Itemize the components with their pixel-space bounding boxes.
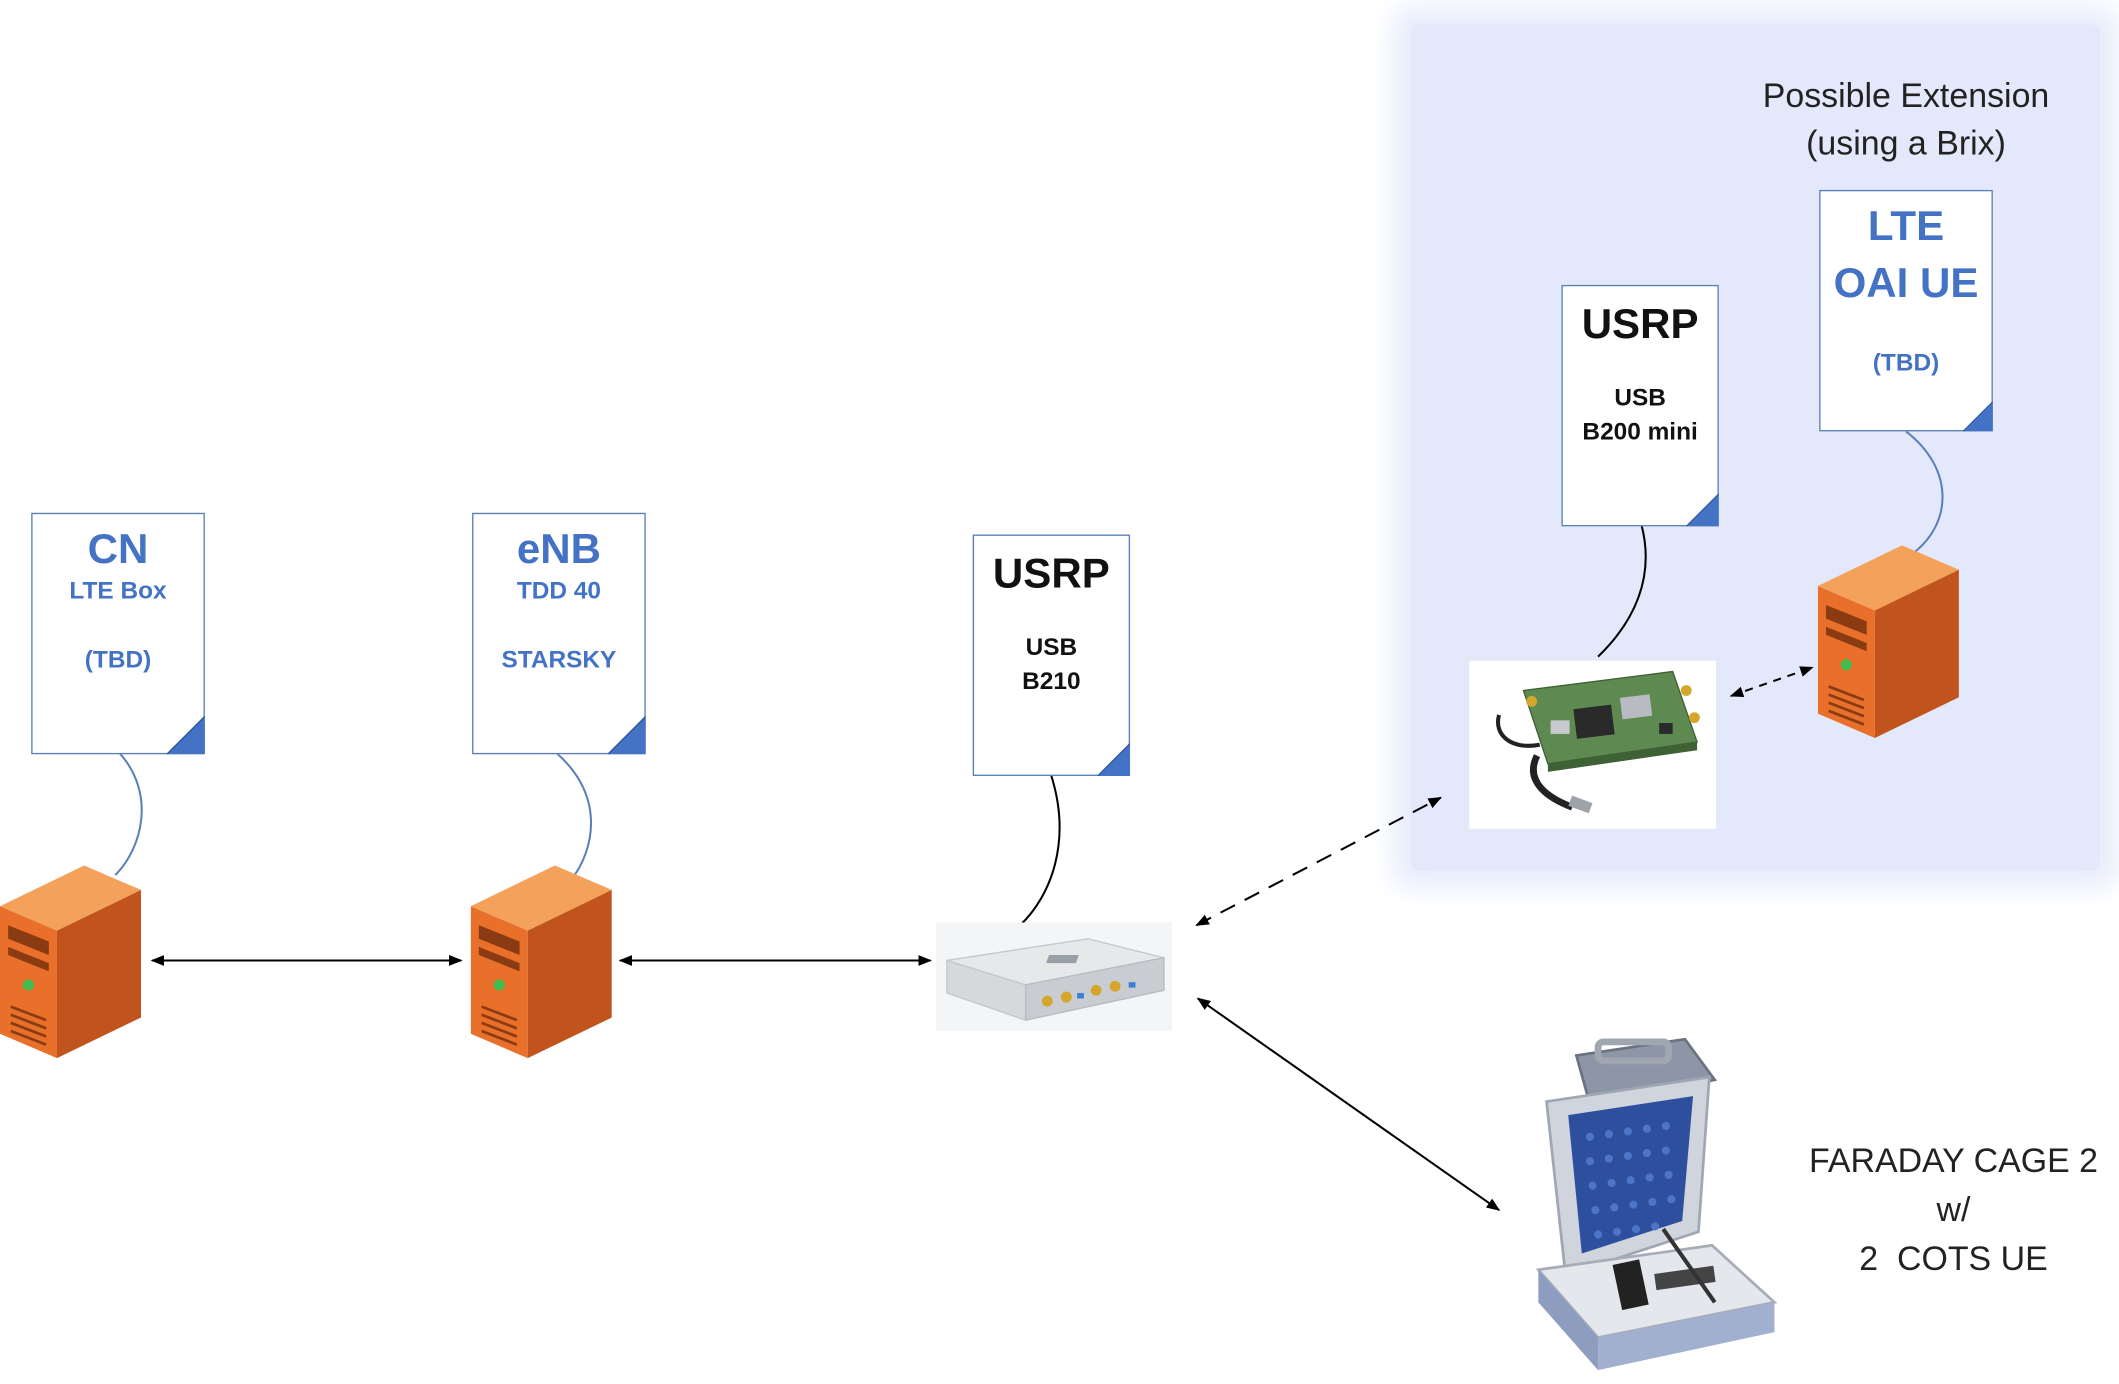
enb-doc-title: eNB xyxy=(516,525,601,573)
arrow-usrp-extension xyxy=(1195,796,1442,927)
callout-cn xyxy=(114,752,143,876)
usrp-mini-doc-line1: USB xyxy=(1614,383,1666,412)
usrp-b200mini-board xyxy=(1469,660,1717,829)
page-fold-icon xyxy=(1963,401,1993,432)
callout-usrp xyxy=(1019,775,1061,926)
usrp-b210-device xyxy=(936,922,1173,1032)
usrp-doc-line2: B210 xyxy=(1022,667,1081,695)
usrp-mini-doc-title: USRP xyxy=(1581,299,1699,348)
faraday-label-line2: w/ xyxy=(1936,1191,1971,1230)
usrp-doc-title: USRP xyxy=(992,549,1110,597)
cn-doc-title: CN xyxy=(87,525,149,573)
callout-enb xyxy=(555,752,593,883)
usrp-doc: USRP USB B210 xyxy=(972,534,1131,776)
server-icon xyxy=(0,865,142,1059)
ue-doc: LTE OAI UE (TBD) xyxy=(1819,189,1993,432)
ue-doc-title-line1: LTE xyxy=(1867,202,1945,250)
usrp-mini-doc-line2: B200 mini xyxy=(1582,417,1698,445)
server-icon xyxy=(470,865,612,1059)
cn-doc-line1: LTE Box xyxy=(69,576,167,604)
extension-title-line2: (using a Brix) xyxy=(1806,124,2006,163)
ue-doc-title-line2: OAI UE xyxy=(1833,259,1979,307)
enb-doc: eNB TDD 40 STARSKY xyxy=(472,512,646,755)
page-fold-icon xyxy=(1686,493,1719,527)
callout-ue xyxy=(1905,430,1944,555)
server-icon xyxy=(1817,545,1959,738)
callout-usrp-mini xyxy=(1597,524,1647,658)
usrp-doc-line1: USB xyxy=(1025,633,1078,661)
page-fold-icon xyxy=(166,716,205,755)
enb-doc-line2: STARSKY xyxy=(501,645,617,673)
usrp-mini-doc: USRP USB B200 mini xyxy=(1561,284,1719,527)
enb-doc-line1: TDD 40 xyxy=(516,576,601,604)
extension-title: Possible Extension (using a Brix) xyxy=(1736,73,2075,168)
faraday-label-line3: 2 COTS UE xyxy=(1859,1239,2048,1278)
page-fold-icon xyxy=(1097,743,1131,776)
faraday-label: FARADAY CAGE 2 w/ 2 COTS UE xyxy=(1791,1137,2117,1284)
cn-doc-line2: (TBD) xyxy=(84,645,152,673)
extension-title-line1: Possible Extension xyxy=(1762,77,2050,116)
faraday-cage-image xyxy=(1535,1037,1778,1371)
arrow-usrp-faraday xyxy=(1196,997,1501,1211)
faraday-label-line1: FARADAY CAGE 2 xyxy=(1808,1142,2099,1181)
cn-doc: CN LTE Box (TBD) xyxy=(31,512,205,755)
arrow-board-ue xyxy=(1729,666,1814,698)
page-fold-icon xyxy=(607,716,646,755)
ue-doc-line1: (TBD) xyxy=(1872,348,1940,376)
